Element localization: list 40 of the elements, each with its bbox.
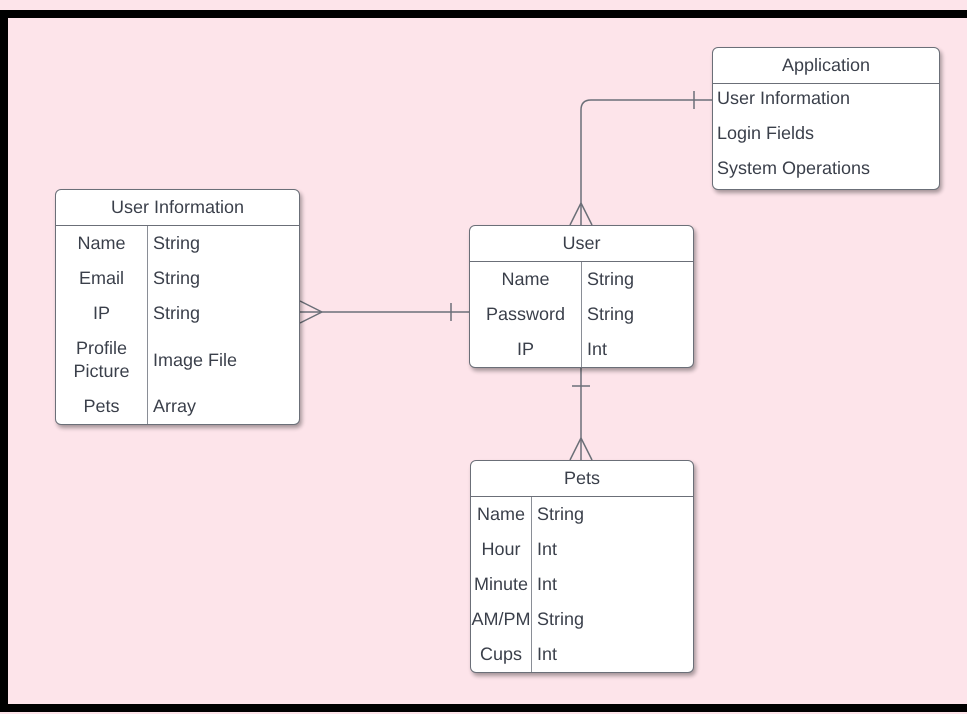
field-name: Name (56, 226, 148, 261)
field-type: String (586, 303, 636, 326)
field-name: IP (470, 332, 582, 367)
field-name: Name (470, 262, 582, 297)
field-type: String (586, 268, 636, 291)
relationship-line (569, 368, 593, 461)
field-type: String (536, 608, 586, 631)
table-row-text: Login Fields (716, 122, 816, 145)
table-row-text: System Operations (716, 157, 872, 180)
field-type: Array (152, 395, 198, 418)
entity-table (55, 189, 300, 425)
field-name: Email (56, 261, 148, 296)
entity-table (470, 460, 694, 673)
field-type: Int (536, 573, 558, 596)
field-type: Int (536, 538, 558, 561)
field-type: String (536, 503, 586, 526)
field-name: Profile Picture (56, 331, 148, 389)
field-name: Cups (471, 637, 532, 672)
table-title: Pets (471, 461, 693, 497)
field-type: Int (586, 338, 608, 361)
field-name: AM/PM (471, 602, 532, 637)
table-title: Application (713, 48, 939, 84)
table-title: User Information (56, 190, 299, 226)
field-name: Name (471, 497, 532, 532)
field-type: String (152, 232, 202, 255)
table-row-text: User Information (716, 87, 852, 110)
field-name: Password (470, 297, 582, 332)
field-name: IP (56, 296, 148, 331)
field-name: Minute (471, 567, 532, 602)
entity-table (469, 225, 694, 368)
entity-table (712, 47, 940, 190)
field-type: String (152, 302, 202, 325)
relationship-line (299, 300, 469, 324)
field-type: Int (536, 643, 558, 666)
field-name: Hour (471, 532, 532, 567)
table-title: User (470, 226, 693, 262)
field-type: String (152, 267, 202, 290)
relationship-line (569, 90, 712, 226)
field-name: Pets (56, 389, 148, 424)
field-type: Image File (152, 348, 238, 372)
